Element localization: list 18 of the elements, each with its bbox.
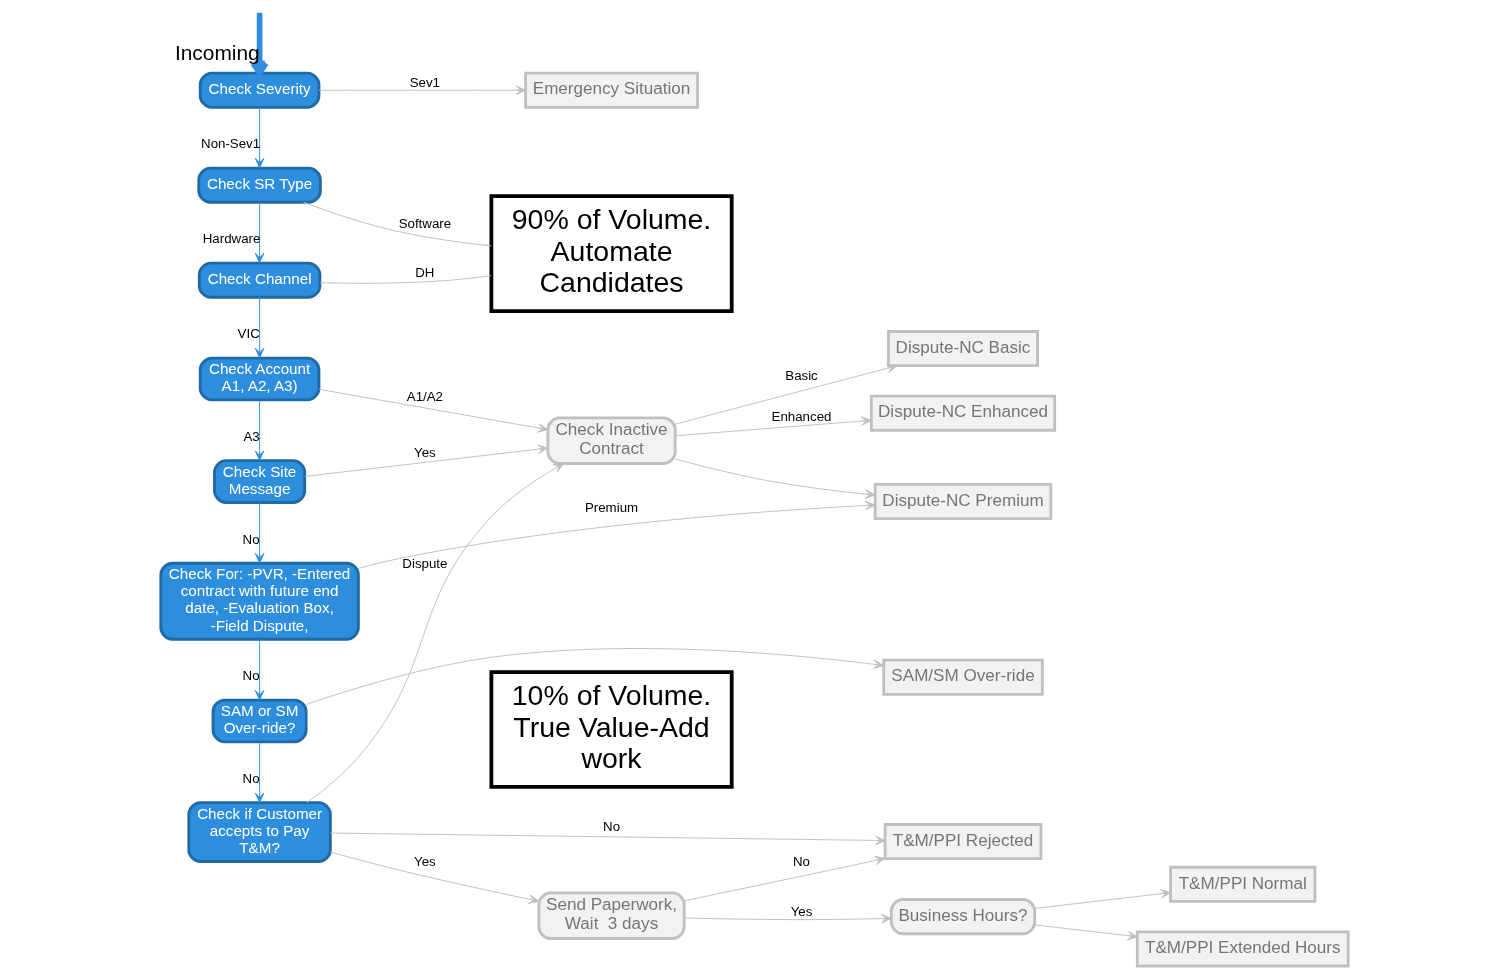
edge-label: Sev1 <box>409 74 440 90</box>
edge-label: Yes <box>413 854 436 870</box>
edge-label: Software <box>398 216 451 232</box>
edge-label: Basic <box>784 368 818 384</box>
edge-label: Yes <box>790 903 812 919</box>
edge-label: A3 <box>242 428 260 444</box>
edge-label: Dispute <box>401 556 447 572</box>
edge-label: Premium <box>584 500 638 516</box>
edge-label: DH <box>414 264 434 280</box>
edge-label: Enhanced <box>771 408 831 424</box>
edge-label: No <box>242 771 260 787</box>
edge-label: No <box>242 531 260 547</box>
edge-label: No <box>242 668 260 684</box>
edge-label: VIC <box>237 326 260 342</box>
edge-label: A1/A2 <box>406 389 443 405</box>
edge-label: No <box>792 854 810 870</box>
edge-label: Yes <box>413 445 436 461</box>
edge-label: No <box>602 819 620 835</box>
